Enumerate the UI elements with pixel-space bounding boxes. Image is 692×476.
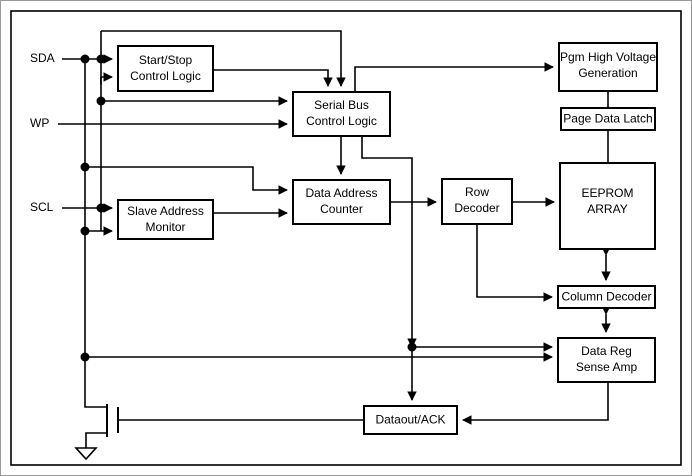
junction-sda-data-reg	[80, 352, 90, 362]
block-label-line-1: Data Address	[305, 186, 377, 200]
block-label-line-1: Slave Address	[127, 204, 204, 218]
block-dataout-ack[interactable]: Dataout/ACK	[363, 405, 458, 435]
junction-sda-slave-monitor	[80, 226, 90, 236]
block-row-decoder[interactable]: Row Decoder	[441, 178, 513, 225]
ground-icon	[74, 447, 98, 461]
block-label-line-1: Data Reg	[581, 344, 632, 358]
block-label-line-1: Serial Bus	[314, 98, 369, 112]
block-eeprom-array[interactable]: EEPROM ARRAY	[559, 162, 656, 250]
wire-data-reg-to-dataout-ack	[462, 382, 609, 425]
block-slave-address-monitor[interactable]: Slave Address Monitor	[117, 199, 214, 240]
junction-dots	[80, 54, 417, 362]
port-label-sda: SDA	[30, 51, 55, 65]
block-label-line-2: Sense Amp	[576, 360, 638, 374]
block-label-line-2: Decoder	[454, 201, 499, 215]
block-label-line-2: Generation	[578, 66, 637, 80]
junction-scl-slave-monitor	[96, 203, 106, 213]
block-label-line-1: EEPROM	[581, 186, 633, 200]
block-start-stop-control-logic[interactable]: Start/Stop Control Logic	[117, 45, 214, 92]
block-label-line-2: ARRAY	[587, 202, 627, 216]
wire-serial-bus-to-pgm-high-voltage	[354, 62, 554, 92]
block-label-line-2: Monitor	[145, 220, 185, 234]
wire-start-stop-to-serial-bus	[213, 69, 333, 87]
port-label-scl: SCL	[30, 200, 54, 214]
block-label-line-2: Control Logic	[306, 114, 377, 128]
junction-serial-bus-dataout	[407, 342, 417, 352]
block-label-line-1: Start/Stop	[139, 53, 193, 67]
wire-scl-to-start-stop	[100, 72, 113, 85]
block-label-line-1: Pgm High Voltage	[560, 50, 656, 64]
block-data-reg-sense-amp[interactable]: Data Reg Sense Amp	[557, 337, 656, 383]
block-label-line-1: Dataout/ACK	[375, 413, 445, 427]
wire-layer	[58, 30, 611, 461]
wire-transistor-source-to-ground	[85, 432, 107, 448]
block-page-data-latch[interactable]: Page Data Latch	[560, 107, 656, 131]
port-labels: SDA WP SCL	[30, 51, 55, 214]
junction-sda-bus-top	[80, 54, 90, 64]
junction-scl-serial-bus	[96, 96, 106, 106]
block-label-line-2: Counter	[320, 202, 363, 216]
wire-sda-bus-to-transistor-drain	[84, 357, 107, 408]
wire-row-decoder-to-column-decoder	[476, 224, 553, 302]
port-label-wp: WP	[30, 116, 49, 130]
blocks-layer: Start/Stop Control Logic Slave Address M…	[117, 42, 658, 435]
block-label-line-2: Control Logic	[130, 69, 201, 83]
block-data-address-counter[interactable]: Data Address Counter	[292, 179, 391, 225]
wire-serial-bus-down-to-data-reg-branch	[361, 136, 417, 348]
block-label-line-1: Row	[465, 185, 489, 199]
block-pgm-high-voltage-generation[interactable]: Pgm High Voltage Generation	[558, 42, 658, 92]
wire-scl-top-to-serial-bus	[101, 30, 346, 87]
block-label-line-1: Page Data Latch	[563, 112, 652, 126]
block-serial-bus-control-logic[interactable]: Serial Bus Control Logic	[292, 91, 391, 137]
wire-sda-to-data-address-counter	[85, 166, 288, 195]
junction-scl-bus-top	[96, 54, 106, 64]
junction-sda-data-address	[80, 162, 90, 172]
block-column-decoder[interactable]: Column Decoder	[557, 285, 656, 309]
block-label-line-1: Column Decoder	[561, 290, 651, 304]
